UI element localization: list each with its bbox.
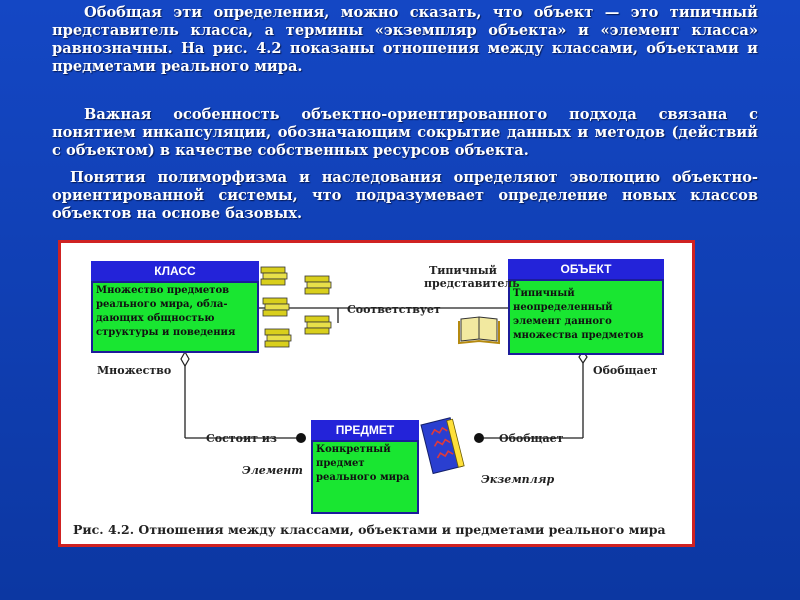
class-box-title: КЛАСС bbox=[91, 261, 259, 281]
open-book-icon bbox=[458, 316, 500, 345]
class-box-body: Множество предметов реального мира, обла… bbox=[91, 281, 259, 353]
generalizes-bottom-label: Обобщает bbox=[499, 432, 564, 445]
instance-label: Экземпляр bbox=[481, 473, 555, 486]
diagram-figure: КЛАСС Множество предметов реального мира… bbox=[58, 240, 695, 547]
generalizes-top-label: Обобщает bbox=[593, 364, 658, 377]
item-box-title: ПРЕДМЕТ bbox=[311, 420, 419, 440]
corresponds-label: Соответствует bbox=[347, 303, 441, 316]
consists-dot-icon bbox=[296, 433, 306, 443]
object-box-title: ОБЪЕКТ bbox=[508, 259, 664, 279]
stacked-books-icon bbox=[260, 266, 332, 348]
generalizes-dot-icon bbox=[474, 433, 484, 443]
aggregation-diamond-icon bbox=[180, 350, 190, 368]
figure-caption: Рис. 4.2. Отношения между классами, объе… bbox=[73, 522, 666, 537]
typical-representative-label: Типичный представитель bbox=[424, 264, 520, 290]
set-label: Множество bbox=[97, 364, 172, 377]
paragraph-2: Важная особенность объектно-ориентирован… bbox=[52, 106, 758, 159]
element-label: Элемент bbox=[242, 464, 303, 477]
consists-of-label: Состоит из bbox=[206, 432, 277, 445]
item-box-body: Конкретный предмет реального мира bbox=[311, 440, 419, 514]
paragraph-3: Понятия полиморфизма и наследования опре… bbox=[52, 169, 758, 222]
paragraph-1: Обобщая эти определения, можно сказать, … bbox=[52, 4, 758, 75]
book-icon bbox=[420, 417, 465, 475]
object-box-body: Типичный неопределенный элемент данного … bbox=[508, 279, 664, 355]
